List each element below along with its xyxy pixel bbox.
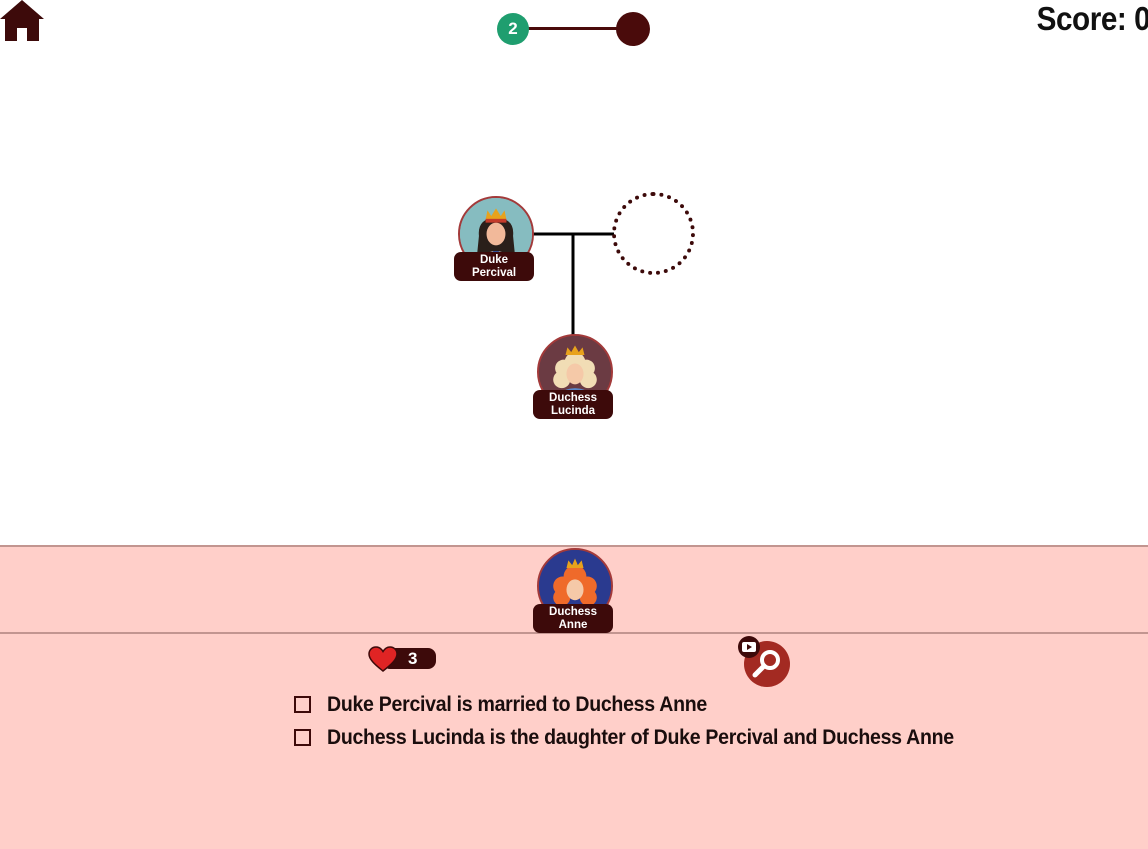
home-icon <box>0 0 44 41</box>
tree-node-duke-percival[interactable]: Duke Percival <box>454 196 538 284</box>
level-progress: 2 <box>497 12 653 46</box>
last-name: Lucinda <box>550 405 596 417</box>
clue-checkbox[interactable] <box>294 729 311 746</box>
clue-item: Duchess Lucinda is the daughter of Duke … <box>294 721 1074 754</box>
final-step-dot <box>616 12 650 46</box>
hint-button[interactable] <box>736 634 792 690</box>
first-name: Duchess <box>549 606 597 618</box>
last-name: Percival <box>471 267 517 279</box>
tray-piece-duchess-anne[interactable]: Duchess Anne <box>533 548 617 636</box>
clue-text: Duke Percival is married to Duchess Anne <box>327 692 707 716</box>
score-label: Score: 0 <box>1036 0 1148 37</box>
heart-icon <box>368 646 398 672</box>
lives-counter: 3 <box>368 646 436 672</box>
clue-item: Duke Percival is married to Duchess Anne <box>294 688 1074 721</box>
magnifier-icon <box>738 636 790 687</box>
tree-node-duchess-lucinda[interactable]: Duchess Lucinda <box>533 334 617 422</box>
last-name: Anne <box>558 619 588 631</box>
first-name: Duke <box>479 254 509 266</box>
nameplate: Duchess Anne <box>533 604 613 633</box>
nameplate: Duchess Lucinda <box>533 390 613 419</box>
lives-count: 3 <box>408 649 418 668</box>
clue-panel <box>0 634 1148 849</box>
tree-connectors <box>532 232 614 336</box>
progress-line <box>527 27 619 30</box>
clue-list: Duke Percival is married to Duchess Anne… <box>294 688 1074 754</box>
nameplate: Duke Percival <box>454 252 534 281</box>
home-button[interactable] <box>0 0 44 42</box>
empty-spouse-slot[interactable] <box>612 192 695 275</box>
current-step-badge: 2 <box>497 13 529 45</box>
first-name: Duchess <box>549 392 597 404</box>
clue-checkbox[interactable] <box>294 696 311 713</box>
clue-text: Duchess Lucinda is the daughter of Duke … <box>327 725 954 749</box>
